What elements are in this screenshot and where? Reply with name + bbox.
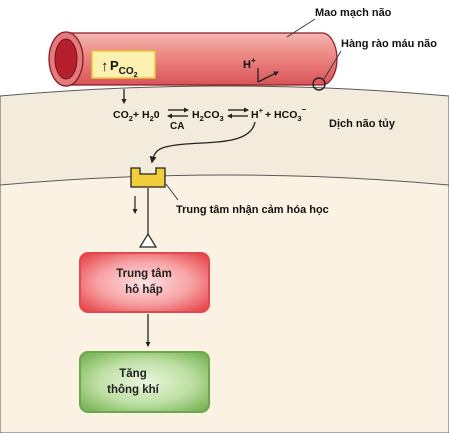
neuron-terminal (138, 232, 158, 248)
h-plus-blocked-arrow (257, 71, 279, 83)
respiratory-center-box: Trung tâm hô hấp (79, 252, 210, 313)
respiratory-center-line1: Trung tâm (116, 268, 172, 280)
receptor-label: Trung tâm nhận cảm hóa học (176, 204, 329, 216)
ventilation-line1: Tăng (119, 368, 146, 380)
capillary-leader-line (286, 18, 316, 38)
enzyme-ca-label: CA (170, 121, 184, 132)
equation-h-hco3: H++ HCO3− (251, 105, 307, 123)
increased-ventilation-box: Tăng thông khí (79, 351, 210, 413)
equation-h2co3: H2CO3 (192, 109, 224, 123)
barrier-leader-line (323, 50, 342, 80)
pco2-label: PCO2 (110, 58, 138, 79)
vessel-lumen (54, 38, 78, 80)
respiratory-center-line2: hô hấp (125, 284, 163, 296)
barrier-label: Hàng rào máu não (341, 38, 437, 50)
pco2-box: ↑ PCO2 (91, 50, 156, 79)
csf-label: Dịch não tủy (329, 118, 396, 130)
capillary-label: Mao mạch não (315, 7, 392, 19)
pco2-arrow-glyph: ↑ (101, 58, 109, 75)
carbonic-acid-equation: CO2+ H20 CA H2CO3 H++ HCO3− (113, 105, 307, 132)
vessel-h-plus: H+ (243, 56, 256, 71)
chemoreceptor (130, 167, 166, 188)
h-plus-to-receptor-arrow (149, 121, 256, 164)
receptor-leader-line (165, 183, 179, 201)
equation-co2-h2o: CO2+ H20 (113, 109, 160, 123)
ventilation-line2: thông khí (107, 384, 160, 396)
barrier-marker-circle (312, 77, 326, 91)
